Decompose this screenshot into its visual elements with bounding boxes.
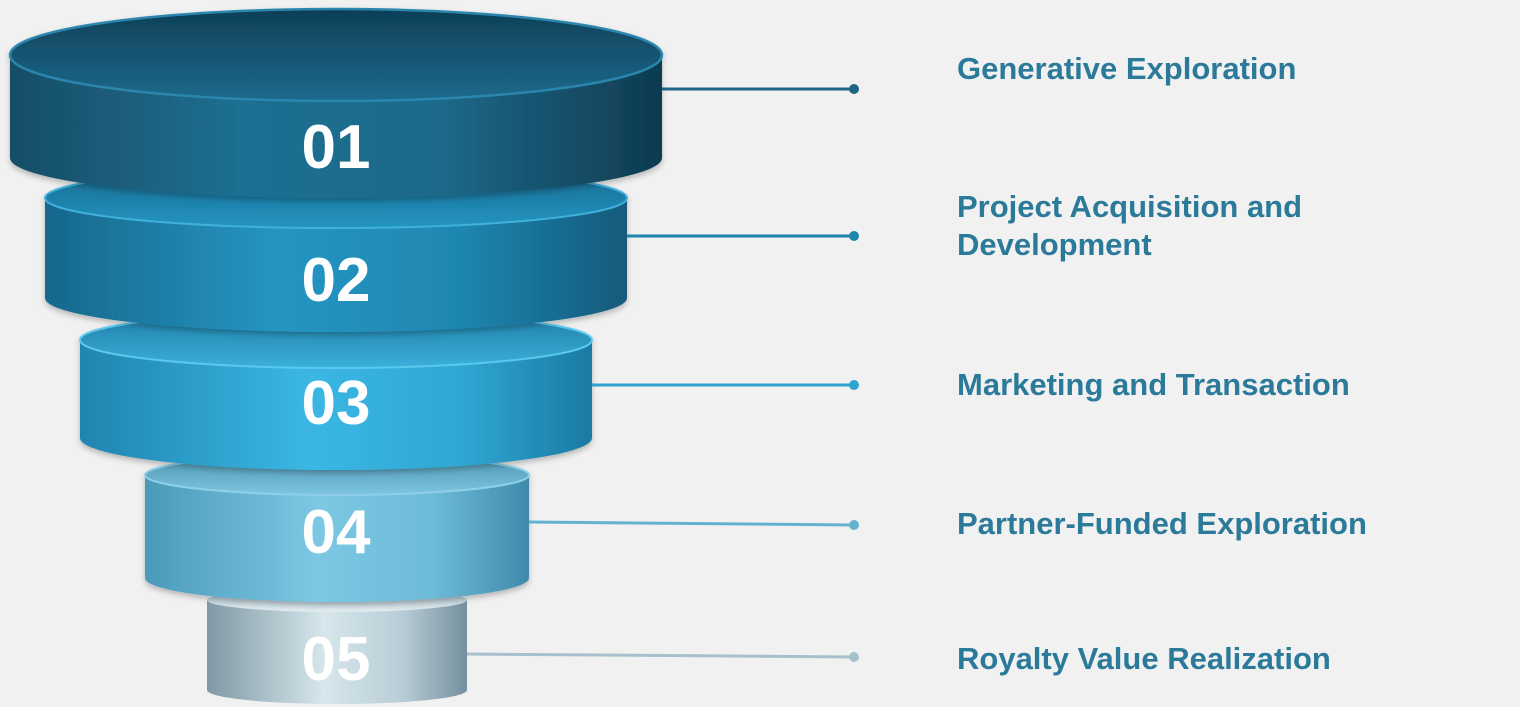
connector-4 (528, 520, 859, 530)
stage-number-4: 04 (302, 498, 371, 567)
connector-2 (627, 231, 859, 241)
stage-label-4: Partner-Funded Exploration (957, 506, 1367, 541)
funnel-ring-1 (8, 7, 664, 198)
stage-label-2: Project Acquisition and Development (957, 189, 1303, 262)
stage-number-5: 05 (302, 625, 371, 694)
connector-1 (662, 84, 859, 94)
connector-5 (466, 652, 859, 662)
stage-label-3: Marketing and Transaction (957, 367, 1350, 402)
stage-number-1: 01 (302, 113, 371, 182)
stage-label-5: Royalty Value Realization (957, 641, 1331, 676)
connector-3 (592, 380, 859, 390)
stage-number-2: 02 (302, 246, 371, 315)
stage-label-1: Generative Exploration (957, 51, 1297, 86)
stage-number-3: 03 (302, 369, 371, 438)
